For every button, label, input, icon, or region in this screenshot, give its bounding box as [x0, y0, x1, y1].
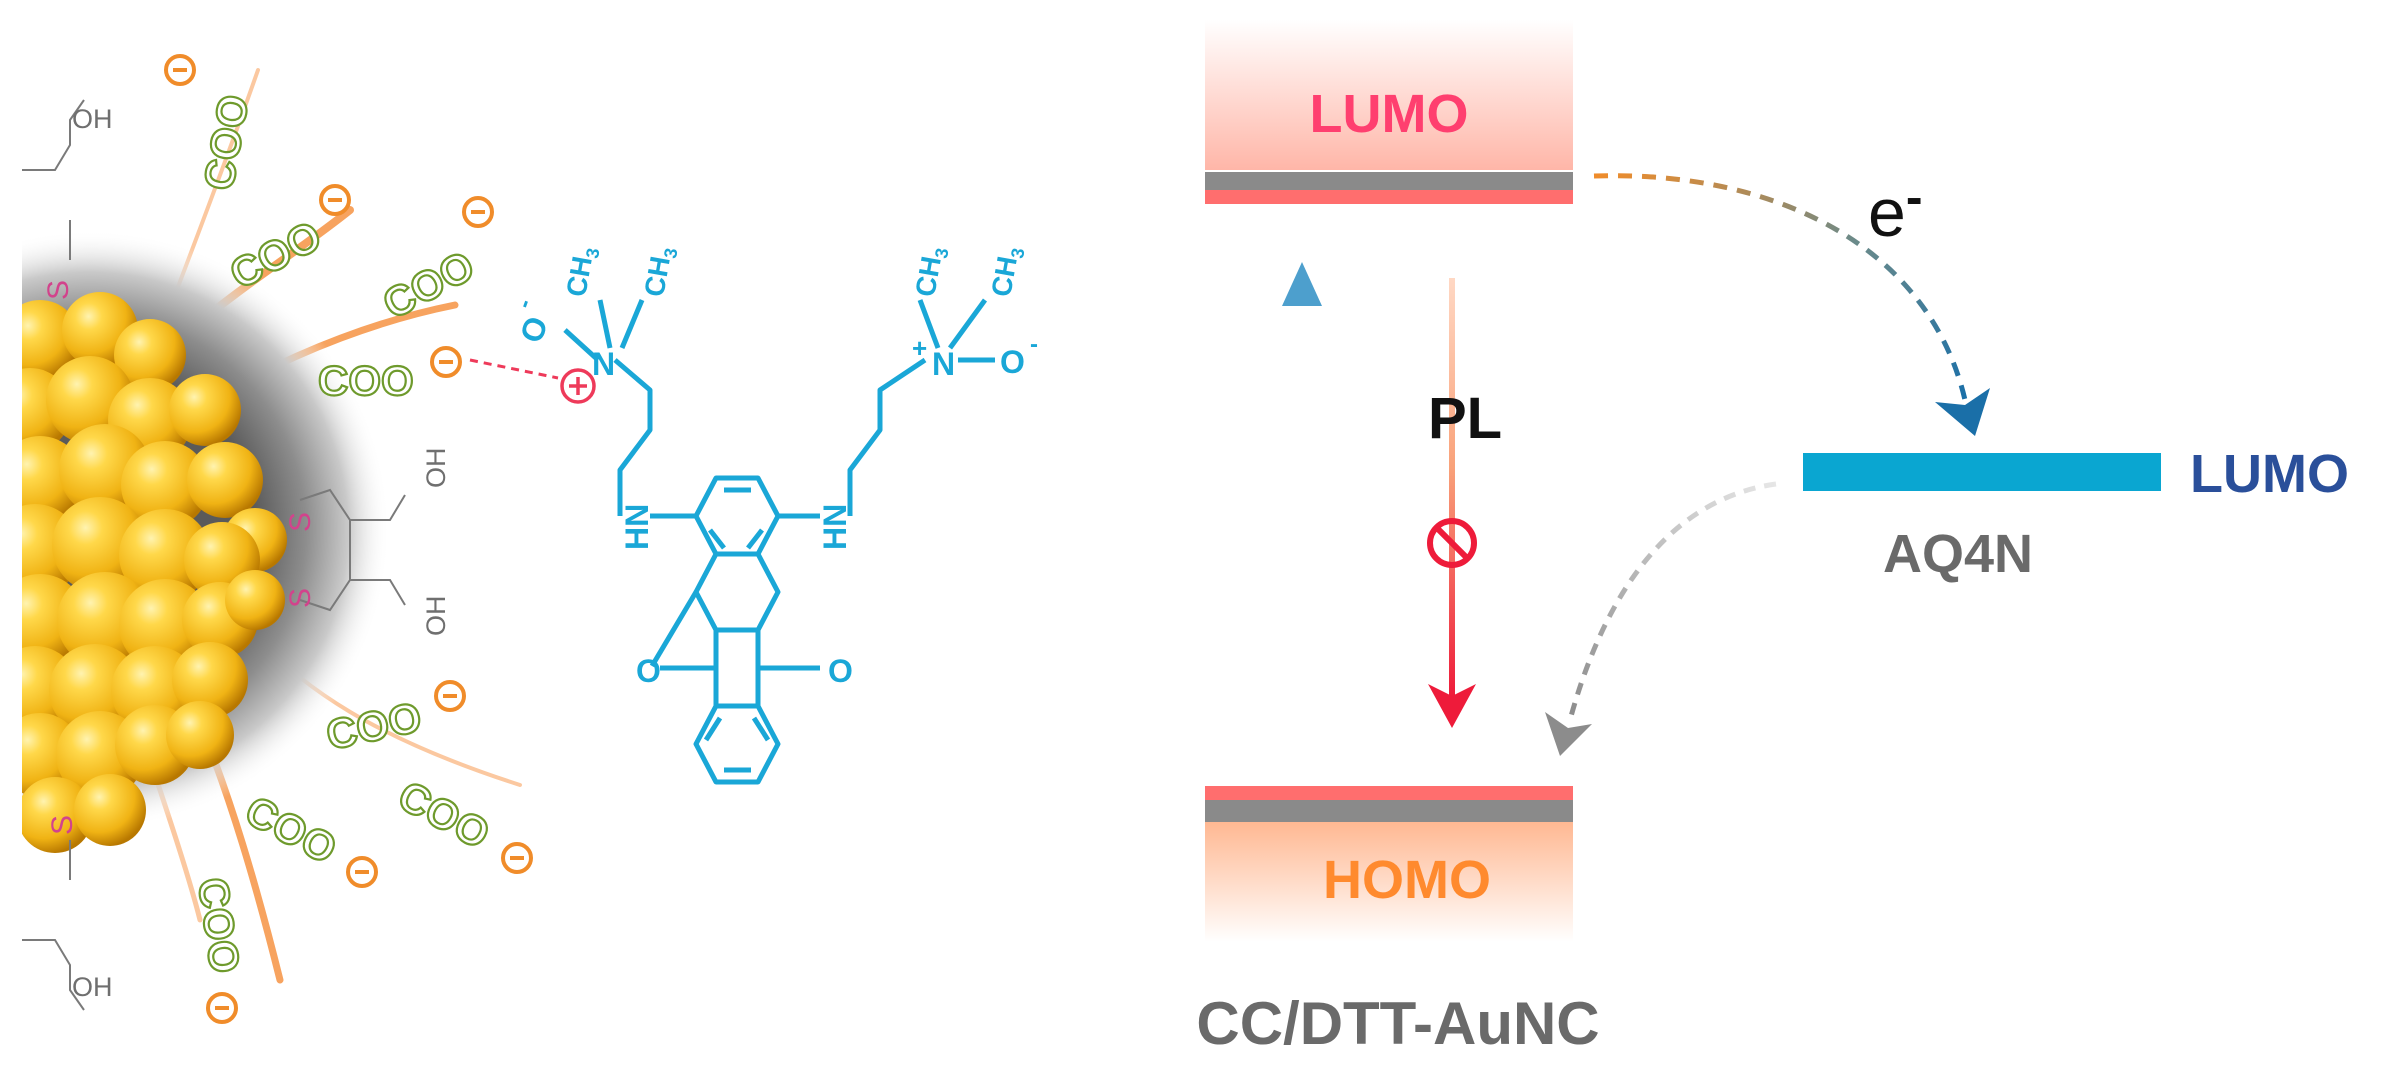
gold-atom — [114, 319, 186, 391]
oxygen-charge-label: - — [1030, 331, 1038, 358]
gold-atom — [121, 441, 209, 529]
oh-label: OH — [421, 596, 451, 637]
oh-label: OH — [72, 104, 113, 134]
coo-label: COO — [222, 212, 329, 298]
aq4n-molecule — [563, 298, 995, 785]
s-label: S — [284, 588, 317, 608]
donor-homo-level: HOMO — [1205, 786, 1573, 942]
methyl-label: CH3 — [985, 244, 1028, 300]
n-oxide-oxygen-label: O — [513, 312, 555, 348]
coo-label: COO — [318, 357, 414, 404]
donor-lumo-label: LUMO — [1310, 84, 1469, 144]
acceptor-lumo-label: LUMO — [2190, 444, 2349, 504]
minus-charge-icon — [346, 856, 378, 888]
prohibited-icon — [1427, 518, 1477, 568]
nh-label: HN — [619, 504, 655, 550]
coo-label: COO — [238, 786, 345, 872]
coo-label: COO — [189, 875, 249, 976]
gold-nanocluster — [0, 0, 522, 1076]
sulfur-labels: S S S S — [42, 280, 317, 835]
n-oxide-oxygen-label: O — [1000, 344, 1025, 380]
gold-atom — [119, 509, 211, 601]
minus-charge-icon — [462, 196, 494, 228]
electron-transfer-arrowhead-icon — [1935, 388, 1990, 436]
gold-atom — [172, 642, 248, 718]
n-label: N — [932, 346, 955, 382]
back-transfer-arrowhead-icon — [1545, 712, 1592, 756]
thiol-ligands — [22, 99, 406, 1011]
donor-name-label: CC/DTT-AuNC — [1196, 990, 1599, 1057]
electron-transfer-arrow — [1593, 173, 1968, 401]
gold-atom — [187, 442, 263, 518]
s-label: S — [42, 280, 75, 300]
minus-charge-icon — [430, 346, 462, 378]
oh-label: OH — [72, 972, 113, 1002]
hydroxyl-labels: OH OH OH OH — [72, 104, 451, 1002]
minus-charge-icon — [434, 680, 466, 712]
electron-label: e- — [1868, 169, 1922, 251]
methyl-label: CH3 — [909, 244, 952, 300]
back-transfer-arrow — [1567, 481, 1777, 721]
gold-atom — [225, 570, 285, 630]
coo-label: COO — [375, 242, 482, 328]
left-crop — [0, 0, 22, 1076]
electrostatic-bond — [469, 358, 559, 380]
minus-charge-icon — [501, 842, 533, 874]
minus-charge-icon — [164, 54, 196, 86]
plus-label: + — [912, 333, 927, 363]
donor-homo-label: HOMO — [1323, 850, 1491, 910]
oxygen-charge-label: - — [510, 295, 538, 312]
pl-label: PL — [1428, 386, 1502, 451]
acceptor-name-label: AQ4N — [1883, 524, 2033, 584]
quinone-oxygen-label: O — [636, 653, 661, 689]
pl-emission-arrow — [1428, 278, 1476, 728]
minus-charge-icon — [206, 992, 238, 1024]
methyl-label: CH3 — [560, 244, 603, 300]
coo-label: COO — [391, 771, 498, 857]
coo-label: COO — [195, 91, 258, 193]
gold-atom — [17, 777, 93, 853]
gold-atom — [166, 701, 234, 769]
minus-charge-icon — [319, 184, 351, 216]
negative-charges — [164, 54, 533, 1024]
gold-atom — [169, 374, 241, 446]
excitation-arrow — [1282, 262, 1322, 710]
n-label: N — [592, 346, 615, 382]
donor-lumo-level: LUMO — [1205, 20, 1573, 204]
aq4n-labels: O O HN HN N N O O - - + CH3 CH3 CH3 CH3 — [510, 244, 1038, 689]
acceptor-lumo-level — [1803, 453, 2161, 491]
plus-charge-icon — [560, 368, 596, 404]
quinone-oxygen-label: O — [828, 653, 853, 689]
gold-atom — [74, 774, 146, 846]
methyl-label: CH3 — [638, 244, 681, 300]
oh-label: OH — [421, 448, 451, 489]
s-label: S — [284, 512, 317, 532]
s-label: S — [46, 815, 79, 835]
nh-label: HN — [817, 504, 853, 550]
